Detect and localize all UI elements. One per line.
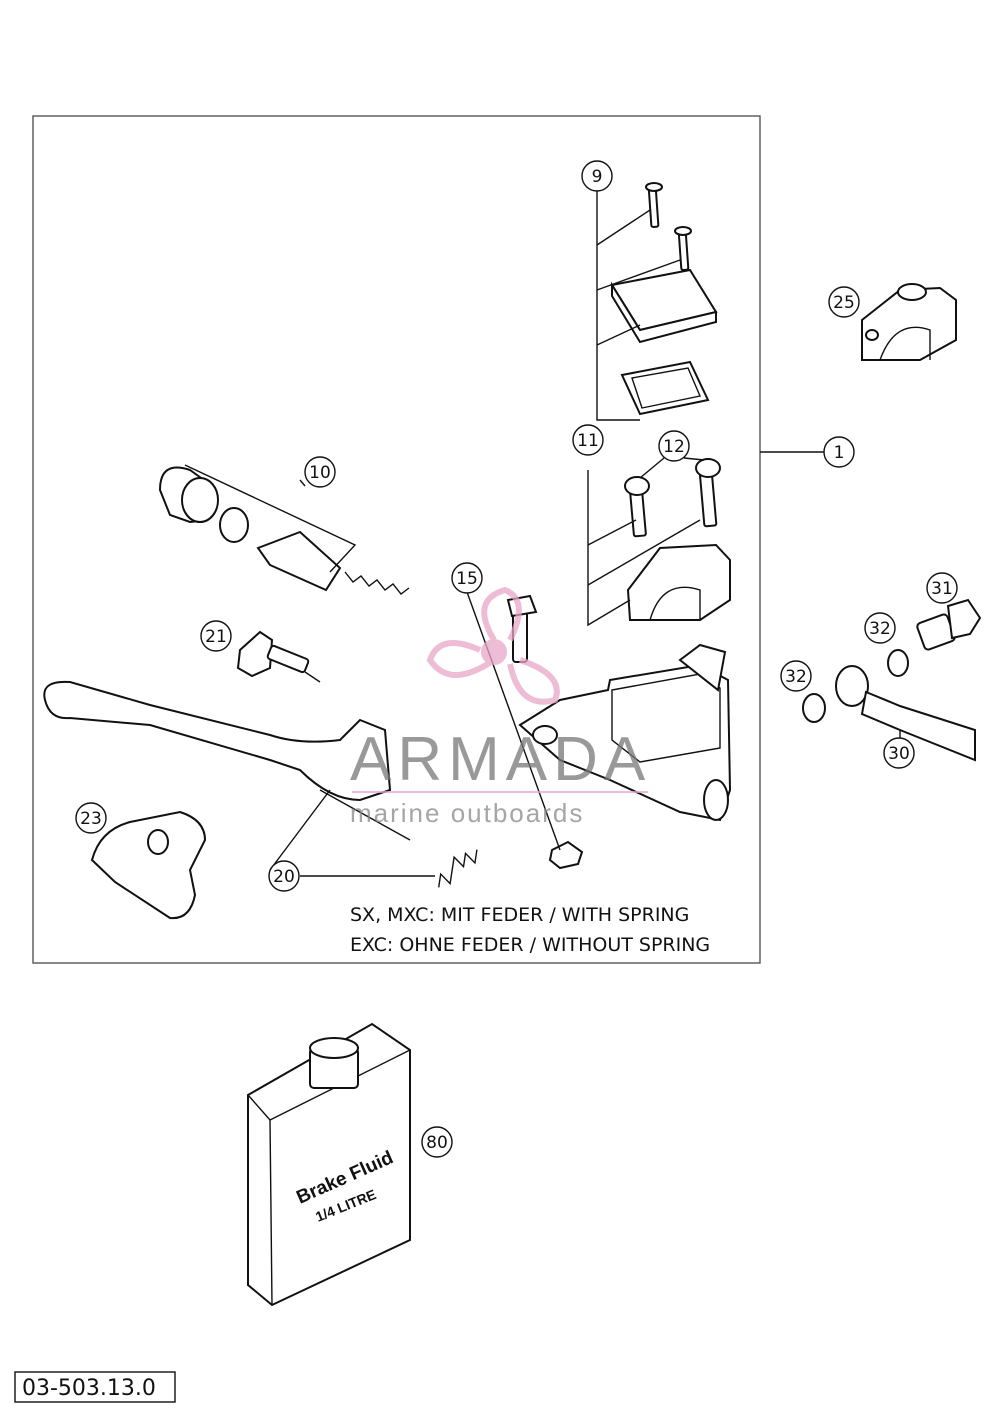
svg-text:1: 1	[834, 443, 845, 463]
master-cylinder-body	[518, 643, 732, 822]
adjuster-screw-21	[236, 630, 321, 683]
svg-text:10: 10	[309, 463, 331, 483]
svg-text:32: 32	[785, 667, 807, 687]
callout-31: 31	[926, 572, 958, 604]
watermark-tagline: marine outboards	[350, 798, 584, 828]
callout-30: 30	[883, 737, 915, 769]
callout-21: 21	[200, 620, 232, 652]
svg-text:25: 25	[833, 293, 855, 313]
brake-lever-20	[43, 680, 411, 841]
callout-23: 23	[75, 802, 107, 834]
svg-text:12: 12	[663, 437, 685, 457]
svg-text:9: 9	[592, 167, 603, 187]
spring-note-line1: SX, MXC: MIT FEDER / WITH SPRING	[350, 904, 689, 926]
rubber-boot-23	[90, 810, 207, 920]
callout-20: 20	[268, 860, 300, 892]
svg-text:21: 21	[205, 627, 227, 647]
svg-text:32: 32	[869, 619, 891, 639]
drawing-code: 03-503.13.0	[22, 1376, 156, 1401]
callout-32-top: 32	[864, 612, 896, 644]
svg-text:30: 30	[888, 744, 910, 764]
reservoir-cover-group	[610, 182, 718, 416]
svg-text:23: 23	[80, 809, 102, 829]
assembly-frame	[32, 115, 761, 964]
callout-32-left: 32	[780, 660, 812, 692]
callout-1: 1	[823, 436, 855, 468]
callout-10: 10	[304, 456, 336, 488]
drawing-code-box	[14, 1371, 176, 1403]
handlebar-clamp-25	[861, 283, 957, 361]
callout-25: 25	[828, 286, 860, 318]
callout-15: 15	[451, 562, 483, 594]
svg-text:80: 80	[426, 1133, 448, 1153]
piston-kit-10	[158, 466, 410, 595]
armada-watermark: ARMADA marine outboards	[350, 586, 651, 828]
watermark-name: ARMADA	[350, 725, 651, 794]
svg-text:15: 15	[456, 569, 478, 589]
callout-80: 80	[421, 1126, 453, 1158]
brake-hose-assembly	[802, 598, 982, 762]
callout-12: 12	[658, 430, 690, 462]
clamp-and-bolts	[624, 458, 731, 621]
propeller-logo	[426, 586, 560, 705]
callout-11: 11	[572, 424, 604, 456]
svg-text:11: 11	[577, 431, 599, 451]
svg-text:20: 20	[273, 867, 295, 887]
callout-9: 9	[581, 160, 613, 192]
brake-fluid-can	[247, 1022, 411, 1307]
svg-text:31: 31	[931, 579, 953, 599]
spring-note-line2: EXC: OHNE FEDER / WITHOUT SPRING	[350, 934, 710, 956]
